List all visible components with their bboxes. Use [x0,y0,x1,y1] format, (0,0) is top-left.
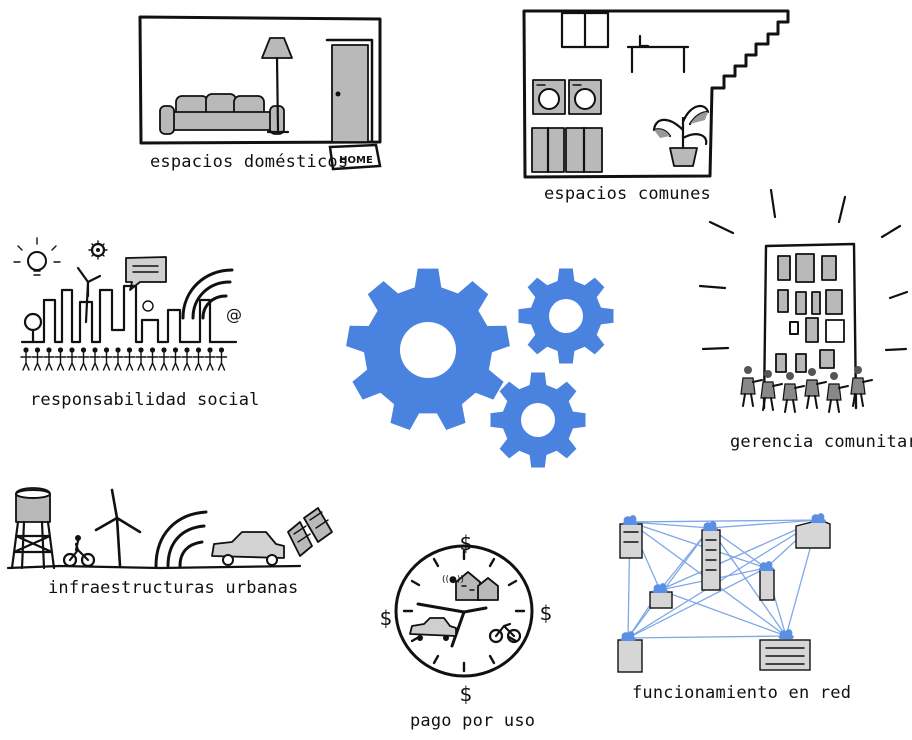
radiance-rays [698,188,909,352]
dollar-sign-left: $ [380,606,393,630]
dollar-sign-right: $ [540,601,553,625]
at-sign-icon: @ [226,305,242,324]
label-infraestructuras-urbanas: infraestructuras urbanas [48,578,299,598]
label-funcionamiento-en-red: funcionamiento en red [632,683,852,703]
solar-panel-icon [287,507,333,557]
label-responsabilidad-social: responsabilidad social [30,390,260,410]
gears-icon [346,268,614,468]
common-spaces-illustration [522,9,790,179]
pay-per-use-illustration: $ $ $ $ ((●)) [380,531,553,706]
kitchen-counter-icon [626,34,690,74]
cloud-icon [622,515,638,525]
door-icon [325,38,374,144]
sofa-icon [159,93,285,135]
houses-icon [455,571,499,601]
floor-lamp-icon [261,37,293,134]
urban-infrastructure-illustration [6,487,333,570]
ground-line [6,564,302,570]
community-people-icon [740,366,873,413]
potted-plant-icon [652,104,710,167]
label-espacios-comunes: espacios comunes [544,184,711,204]
car-icon [211,531,285,566]
wireless-signal-icon [154,510,208,568]
antenna-icon: ((●)) [442,575,464,585]
home-sign-text: HOME [339,155,373,166]
label-gerencia-comunitaria: gerencia comunitaria [730,432,912,452]
people-chain-icon [20,347,228,371]
building-windows [775,253,845,373]
cloud-icon [778,629,794,639]
cabinet-icon [531,126,603,174]
social-responsibility-illustration: @ [13,237,242,371]
wind-turbine-icon [94,488,142,568]
dollar-sign-top: $ [460,531,473,555]
svg-text:((●)): ((●)) [442,575,464,585]
city-skyline [20,284,238,344]
bicycle-icon [488,622,522,644]
water-tower-icon [10,487,56,570]
dollar-sign-bottom: $ [460,682,473,706]
cloud-icon [652,583,668,593]
cloud-icons [620,513,826,641]
network-buildings [617,519,831,673]
network-connections [627,519,819,639]
home-sign-icon: HOME [328,143,382,171]
tree-icon [23,312,43,344]
label-pago-por-uso: pago por uso [410,711,536,731]
washing-machine-icon [532,79,602,115]
network-illustration [617,513,831,673]
small-gear-icon [88,240,108,260]
cloud-icon [758,561,774,571]
lightbulb-icon [13,237,61,276]
community-management-illustration [698,188,909,413]
bicycle-icon [62,535,96,568]
car-icon [409,617,457,641]
cloud-icon [620,631,636,641]
wifi-signal-icon [181,268,234,320]
cloud-icon [702,521,718,531]
label-espacios-domesticos: espacios domésticos [150,152,349,172]
svg-text:@: @ [226,305,242,324]
cloud-icon [810,513,826,523]
window-icon [560,11,610,49]
wind-turbine-icon [76,266,102,324]
domestic-room-illustration: HOME [138,15,382,171]
